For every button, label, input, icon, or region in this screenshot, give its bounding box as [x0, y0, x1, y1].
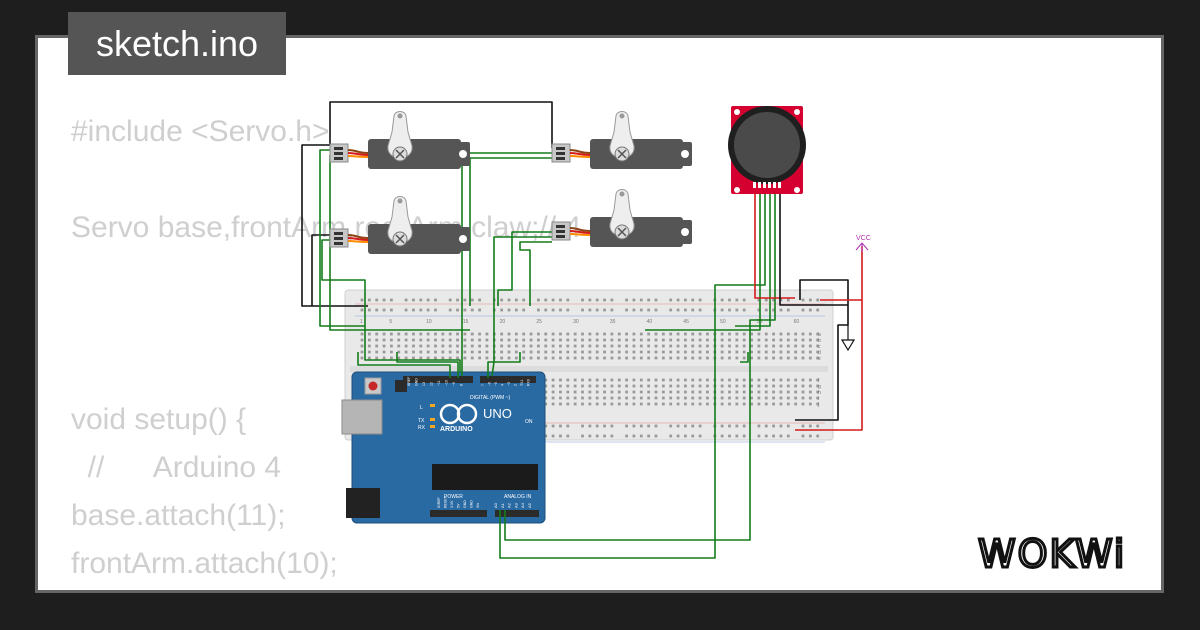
arduino-pin-label: 7 — [481, 384, 485, 386]
arduino-pin-label: ~6 — [488, 382, 492, 386]
arduino-pin-label: RX0 — [527, 379, 531, 386]
power-label: POWER — [444, 494, 463, 500]
arduino-pin-label: A4 — [520, 502, 525, 508]
breadboard-row-letter: d — [818, 350, 821, 356]
digital-label: DIGITAL (PWM ~) — [470, 395, 510, 401]
arduino-pin-label: GND — [463, 500, 467, 508]
arduino-pin-label: A2 — [507, 502, 512, 508]
servo-claw[interactable] — [551, 189, 692, 248]
arduino-pin-label: ~11 — [437, 380, 441, 386]
arduino-pin-label: GND — [470, 500, 474, 508]
arduino-pin-label: ~9 — [452, 382, 456, 386]
arduino-pin-label: TX1 — [520, 380, 524, 386]
breadboard-column-number: 1 — [360, 319, 363, 325]
arduino-pin-label: 4 — [501, 384, 505, 386]
breadboard-row-letter: j — [817, 402, 819, 408]
arduino-pin-label: Vin — [476, 503, 480, 508]
breadboard-row-letter: b — [818, 338, 821, 344]
arduino-pin-label: GND — [415, 378, 419, 386]
arduino-pin-label: 12 — [430, 382, 434, 386]
code-line: frontArm.attach(10); — [71, 547, 338, 580]
svg-text:WOKWi: WOKWi — [978, 532, 1126, 576]
breadboard-row-letter: i — [818, 396, 819, 402]
brand-label: ARDUINO — [440, 426, 473, 433]
svg-text:VCC: VCC — [856, 235, 871, 242]
breadboard-row-letter: a — [818, 332, 821, 338]
arduino-pin-label: 8 — [460, 384, 464, 386]
board-label: UNO — [483, 406, 512, 421]
breadboard-column-number: 15 — [463, 319, 469, 325]
wokwi-logo: WOKWi — [977, 531, 1126, 578]
arduino-pin-label: ~3 — [507, 382, 511, 386]
arduino-pin-label: A0 — [493, 502, 498, 508]
arduino-pin-label: A5 — [527, 502, 532, 508]
ground-symbol — [840, 325, 856, 352]
power-jack — [346, 488, 380, 518]
breadboard-column-number: 25 — [536, 319, 542, 325]
breadboard-row-letter: f — [818, 378, 820, 384]
breadboard-column-number: 30 — [573, 319, 579, 325]
code-line: void setup() { — [71, 403, 247, 436]
servo-base[interactable] — [329, 111, 470, 170]
led-label-rx: RX — [418, 425, 426, 431]
file-tab[interactable]: sketch.ino — [68, 12, 286, 75]
breadboard-row-letter: e — [818, 356, 821, 362]
arduino-pin-label: A3 — [513, 502, 518, 508]
breadboard-row-letter: h — [818, 390, 821, 396]
arduino-pin-label: 5V — [457, 503, 461, 508]
led-label-l: L — [420, 405, 423, 411]
usb-port — [341, 399, 383, 435]
vcc-symbol: VCC — [855, 235, 871, 252]
wires — [301, 101, 863, 559]
analog-label: ANALOG IN — [504, 494, 532, 500]
code-line: #include <Servo.h> — [71, 115, 330, 148]
arduino-pin-label: ~10 — [445, 380, 449, 386]
arduino-pin-label: 2 — [514, 384, 518, 386]
on-led-label: ON — [525, 419, 533, 425]
arduino-pin-label: 13 — [422, 382, 426, 386]
servo-rear-arm[interactable] — [329, 196, 470, 255]
breadboard-column-number: 50 — [720, 319, 726, 325]
arduino-pin-label: ~5 — [494, 382, 498, 386]
breadboard-column-number: 45 — [683, 319, 689, 325]
breadboard-row-letter: g — [818, 384, 821, 390]
breadboard-column-number: 35 — [610, 319, 616, 325]
joystick-module[interactable] — [728, 106, 806, 194]
arduino-uno-board[interactable]: UNO ARDUINO DIGITAL (PWM ~) POWER ANALOG… — [341, 371, 546, 524]
breadboard-column-number: 5 — [389, 319, 392, 325]
arduino-pin-label: RESET — [444, 495, 448, 508]
code-line: base.attach(11); — [71, 499, 286, 532]
breadboard-column-number: 20 — [500, 319, 506, 325]
code-line: // Arduino 4 — [71, 451, 282, 484]
arduino-pin-label: IOREF — [437, 497, 441, 508]
arduino-pin-label: AREF — [407, 377, 411, 386]
breadboard-column-number: 10 — [426, 319, 432, 325]
editor-card: #include <Servo.h> Servo base,frontArm,r… — [35, 35, 1164, 593]
atmega-chip — [432, 464, 538, 490]
joystick-knob[interactable] — [734, 112, 800, 178]
breadboard-column-number: 40 — [647, 319, 653, 325]
servo-front-arm[interactable] — [551, 111, 692, 170]
led-label-tx: TX — [418, 418, 425, 424]
arduino-pin-label: A1 — [500, 502, 505, 508]
arduino-pin-label: 3.3V — [450, 500, 454, 508]
breadboard-column-number: 60 — [794, 319, 800, 325]
breadboard-row-letter: c — [818, 344, 821, 350]
code-editor[interactable]: #include <Servo.h> Servo base,frontArm,r… — [71, 108, 581, 590]
